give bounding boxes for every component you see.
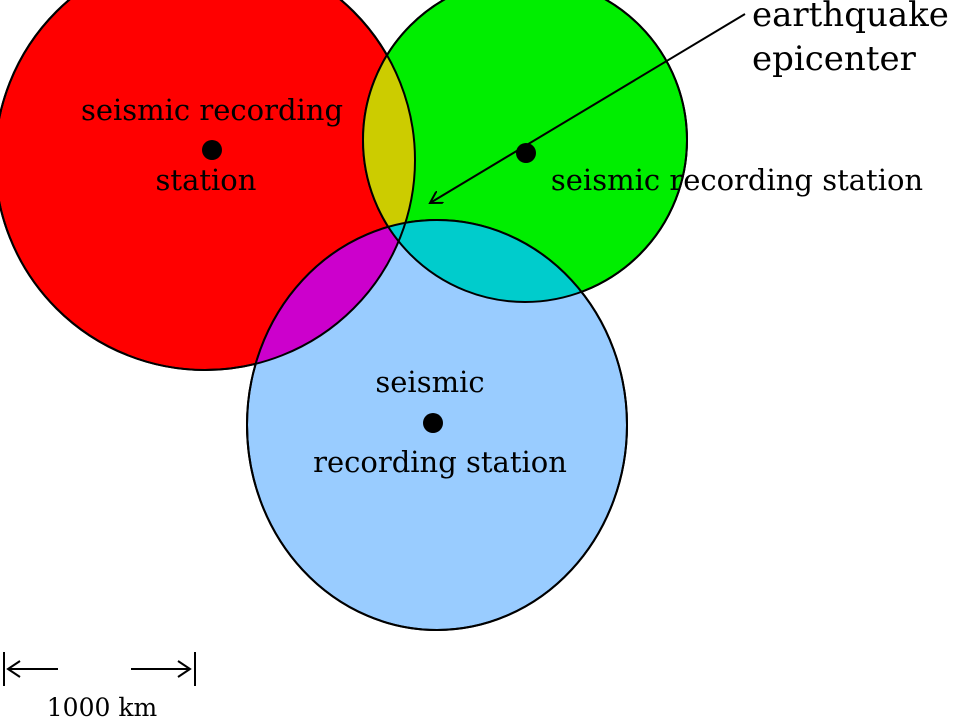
station-2-outline xyxy=(362,0,688,303)
station-1-label-line2: station xyxy=(156,163,257,197)
station-3-label-line1: seismic xyxy=(375,365,484,399)
scale-bar xyxy=(3,652,196,686)
station-2-label: seismic recording station xyxy=(551,163,923,197)
epicenter-label-line1: earthquake xyxy=(752,0,949,35)
epicenter-label-line2: epicenter xyxy=(752,39,917,79)
scale-bar-label: 1000 km xyxy=(47,693,158,720)
station-3-outline xyxy=(246,219,628,631)
station-3-dot xyxy=(423,413,443,433)
station-1-label-line1: seismic recording xyxy=(81,93,343,127)
station-1-dot xyxy=(202,140,222,160)
station-3-label-line2: recording station xyxy=(313,445,567,479)
epicenter-pointer-arrow xyxy=(430,13,746,203)
station-1-outline xyxy=(0,0,416,371)
